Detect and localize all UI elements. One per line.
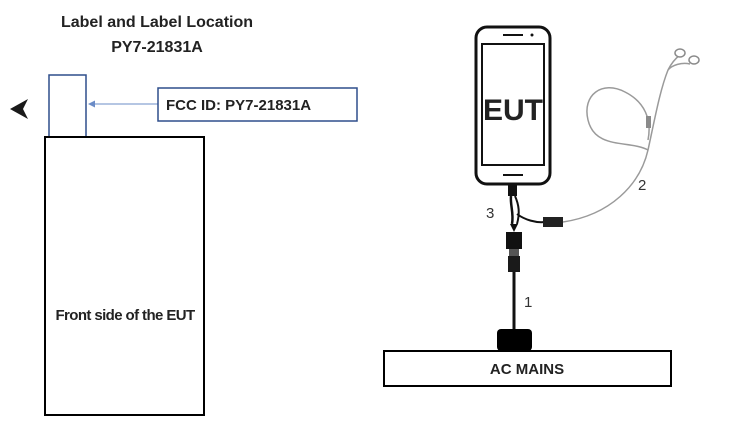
usb-plug-icon	[508, 184, 520, 225]
cable-label-2: 2	[638, 177, 646, 194]
fcc-id-text: FCC ID: PY7-21831A	[166, 97, 311, 114]
adapter-taper	[510, 224, 518, 232]
cable-label-3: 3	[486, 205, 494, 222]
headset-branch-cable	[516, 213, 546, 224]
label-location-box	[48, 74, 87, 138]
ac-mains-label: AC MAINS	[490, 361, 564, 378]
front-side-label: Front side of the EUT	[55, 307, 195, 324]
cable-label-1: 1	[524, 294, 532, 311]
pointer-arrow-icon	[88, 100, 95, 108]
earphones-icon	[562, 48, 700, 223]
title-line-1: Label and Label Location	[61, 14, 253, 31]
phone-icon	[474, 25, 552, 186]
main-cable	[508, 249, 520, 330]
title-line-2: PY7-21831A	[111, 39, 203, 56]
eut-front-outline	[44, 136, 205, 416]
headset-jack	[543, 217, 563, 227]
phone-eut-label: EUT	[483, 94, 543, 127]
power-adapter-icon	[497, 329, 532, 351]
fcc-id-box	[157, 87, 358, 122]
adapter-block	[506, 232, 522, 249]
arrowhead-left-icon	[10, 99, 28, 119]
ac-mains-box	[383, 350, 672, 387]
